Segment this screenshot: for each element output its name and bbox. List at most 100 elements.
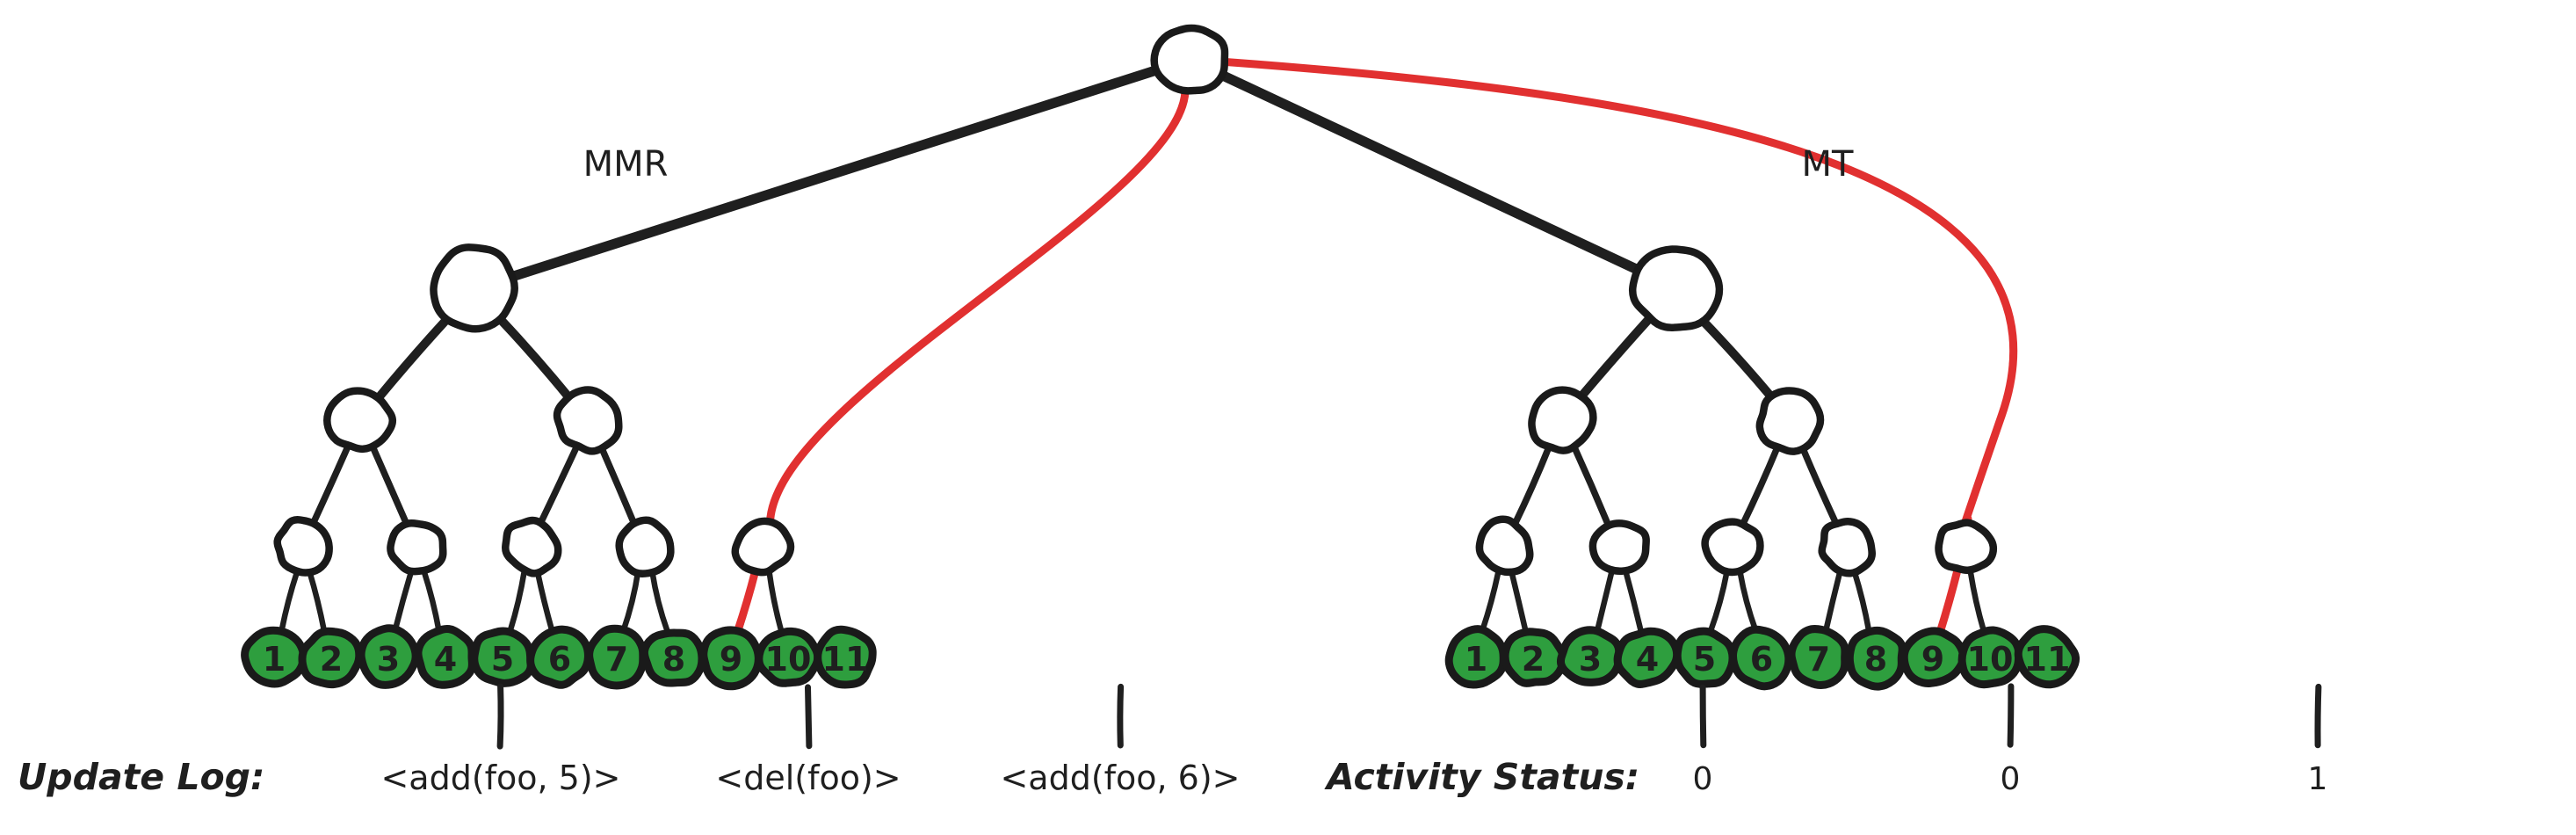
mt-leaf-label-4: 4: [1636, 640, 1659, 679]
mmr-leaf-node-3: [357, 624, 420, 689]
nodes-layer: [241, 24, 2080, 691]
tree-edge: [597, 443, 638, 526]
tree-edge: [1707, 569, 1730, 635]
highlight-edge-mt-leaf-9: [1936, 566, 1962, 635]
mmr-leaf-node-6: [526, 625, 592, 689]
mmr-leaf-node-11: [814, 625, 877, 689]
tree-edge: [1851, 568, 1872, 634]
mt-leaf-node-7: [1787, 625, 1849, 689]
mt-internal-node-l3-3: [1818, 518, 1876, 577]
tree-edge: [496, 315, 573, 402]
update-log-entry-0: <add(foo, 5)>: [380, 759, 620, 797]
tree-edge: [507, 567, 528, 634]
mmr-leaf-node-2: [298, 627, 364, 689]
tree-edge: [373, 314, 452, 403]
mmr-leaf-label-4: 4: [434, 640, 457, 679]
mt-leaf-label-6: 6: [1750, 640, 1773, 679]
mmr-internal-node-l3-4: [731, 517, 795, 577]
activity-status-value-0: 0: [1693, 761, 1713, 797]
annotations-layer: Update Log: Activity Status: <add(foo, 5)>…: [18, 683, 2328, 798]
tree-edge: [534, 569, 555, 635]
tree-edge: [369, 443, 410, 528]
mmr-leaf-label-9: 9: [720, 640, 742, 679]
mt-tree-label: MT: [1802, 144, 1855, 185]
mmr-leaf-node-8: [640, 628, 706, 687]
mt-leaf-node-11: [2014, 625, 2080, 689]
mt-leaf-label-11: 11: [2024, 640, 2071, 679]
activity-status-caption: Activity Status:: [1324, 756, 1639, 798]
mmr-leaf-node-1: [241, 626, 308, 688]
mt-leaf-label-10: 10: [1967, 640, 2014, 679]
mmr-leaf-label-11: 11: [822, 640, 869, 679]
update-log-entry-2: <add(foo, 6)>: [1000, 759, 1240, 797]
mt-leaf-label-2: 2: [1522, 640, 1545, 679]
mt-leaf-label-7: 7: [1807, 640, 1830, 679]
mmr-internal-node-l3-0: [273, 516, 333, 577]
root-edge-right: [1215, 69, 1644, 276]
tree-edge: [1967, 569, 1986, 634]
mmr-leaf-label-5: 5: [491, 640, 514, 679]
tree-edge: [1594, 568, 1615, 635]
tree-edge: [649, 569, 670, 635]
mt-internal-node-l3-2: [1701, 518, 1764, 577]
mt-leaf-node-3: [1556, 626, 1624, 686]
tree-edge: [306, 568, 328, 635]
mt-internal-node-l3-1: [1588, 519, 1650, 576]
mt-leaf-node-4: [1613, 627, 1682, 688]
tree-edge: [1571, 444, 1611, 527]
tree-edge: [279, 569, 300, 634]
mt-internal-node-l3-0: [1475, 515, 1534, 577]
mt-leaf-node-1: [1444, 625, 1508, 689]
mt-leaf-label-9: 9: [1921, 640, 1944, 679]
mmr-leaf-node-5: [470, 627, 535, 687]
tree-edge: [1509, 568, 1529, 634]
update-log-caption: Update Log:: [18, 756, 264, 798]
activity-status-value-2: 1: [2308, 761, 2328, 797]
root-edge-left: [508, 64, 1163, 282]
activity-status-tick-0: [1699, 684, 1707, 749]
mmr-internal-node-l2-1: [553, 386, 623, 455]
mmr-tree-label: MMR: [583, 144, 669, 185]
mmr-leaf-label-7: 7: [605, 640, 628, 679]
update-log-tick-0: [496, 683, 504, 750]
mt-leaf-node-6: [1728, 625, 1793, 691]
mmr-leaf-node-9: [699, 626, 763, 691]
mt-leaf-label-8: 8: [1864, 640, 1887, 679]
mmr-internal-node-l3-1: [387, 519, 447, 576]
mmr-leaf-node-7: [585, 624, 648, 690]
mt-internal-node-l3-4: [1935, 519, 1998, 574]
tree-edge: [309, 443, 351, 527]
tree-edge: [1623, 569, 1644, 634]
update-log-tick-1: [805, 684, 813, 750]
tree-edge: [421, 568, 442, 635]
highlight-edge-mmr-leaf-9: [734, 567, 760, 635]
mt-leaf-label-1: 1: [1465, 640, 1487, 679]
tree-edge: [1822, 569, 1843, 634]
mmr-internal-node-l2-0: [322, 387, 397, 454]
tree-edge: [619, 567, 641, 635]
mt-internal-node-l1: [1628, 245, 1724, 331]
tree-edge: [1511, 444, 1552, 528]
tree-edge: [1480, 568, 1501, 634]
tree-edge: [1739, 443, 1781, 528]
mmr-leaf-node-4: [414, 624, 476, 689]
activity-status-tick-1: [2007, 683, 2015, 748]
mt-leaf-node-5: [1673, 627, 1737, 688]
mmr-internal-node-l3-3: [615, 516, 675, 577]
mt-internal-node-l2-1: [1755, 387, 1825, 455]
mt-leaf-label-5: 5: [1693, 640, 1716, 679]
mt-leaf-label-3: 3: [1579, 640, 1602, 679]
update-log-tick-2: [1117, 683, 1125, 749]
mmr-leaf-label-1: 1: [263, 640, 286, 679]
mt-leaf-node-9: [1899, 627, 1968, 687]
tree-edge: [1737, 569, 1759, 634]
mt-leaf-node-10: [1957, 626, 2023, 689]
mt-internal-node-l2-0: [1528, 386, 1597, 454]
tree-edge: [1575, 315, 1653, 403]
mt-leaf-node-2: [1501, 628, 1567, 687]
tree-edge: [392, 569, 415, 634]
tree-edge: [1798, 443, 1840, 526]
